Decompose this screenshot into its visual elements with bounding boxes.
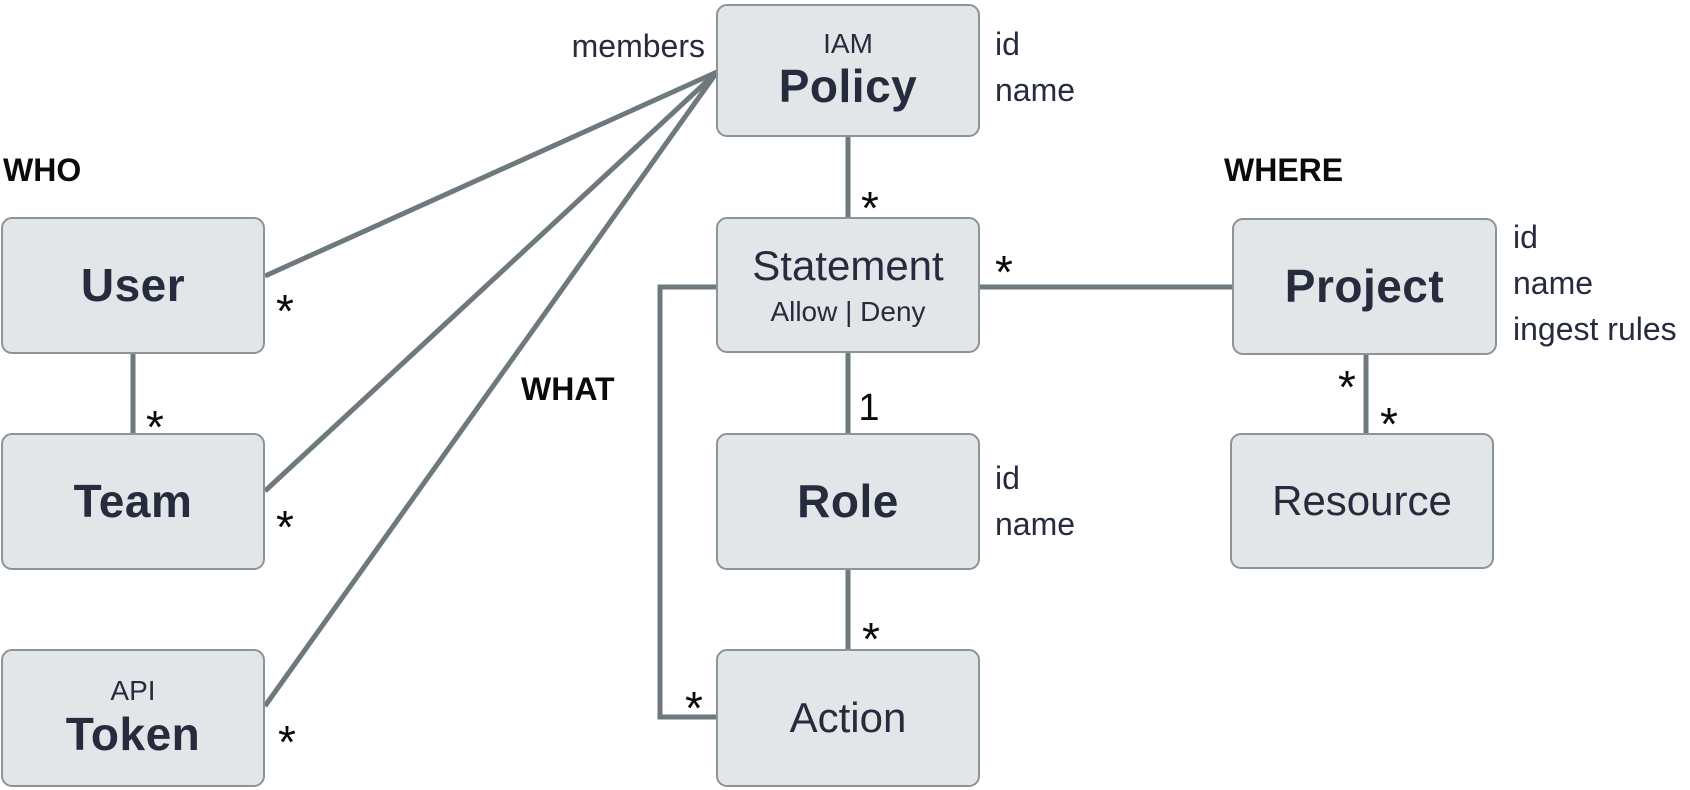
project-attributes: id name ingest rules <box>1513 214 1677 352</box>
entity-resource-title: Resource <box>1272 476 1452 524</box>
role-attributes: id name <box>995 455 1075 547</box>
mult-statement-project: * <box>995 246 1013 298</box>
mult-policy-statement: * <box>861 182 879 234</box>
entity-policy-supertitle: IAM <box>823 27 873 59</box>
entity-role: Role <box>716 433 980 570</box>
role-attr-name: name <box>995 506 1076 542</box>
entity-team-title: Team <box>73 475 193 528</box>
role-attr-id: id <box>995 460 1020 496</box>
entity-statement-subtitle: Allow | Deny <box>770 296 926 328</box>
entity-action-title: Action <box>789 693 907 741</box>
mult-statement-action: * <box>685 682 703 734</box>
policy-attr-id: id <box>995 26 1020 62</box>
mult-role-action: * <box>862 613 880 665</box>
entity-action: Action <box>716 649 980 787</box>
policy-attributes: id name <box>995 21 1075 113</box>
project-attr-name: name <box>1513 265 1594 301</box>
mult-project-resource-lower: * <box>1380 398 1398 450</box>
entity-token-title: Token <box>65 707 201 760</box>
entity-project-title: Project <box>1284 260 1445 313</box>
mult-user-team: * <box>146 401 164 453</box>
edge-user-policy <box>263 69 719 279</box>
entity-statement-title: Statement <box>752 241 944 289</box>
mult-statement-role: 1 <box>858 387 880 429</box>
entity-statement: Statement Allow | Deny <box>716 217 980 353</box>
project-attr-id: id <box>1513 219 1538 255</box>
entity-team: Team <box>1 433 265 570</box>
edge-team-policy <box>263 70 719 493</box>
edge-token-policy <box>262 70 720 708</box>
entity-resource: Resource <box>1230 433 1494 569</box>
section-label-where: WHERE <box>1224 152 1344 188</box>
policy-attr-name: name <box>995 72 1076 108</box>
mult-user-policy: * <box>276 285 294 337</box>
entity-role-title: Role <box>797 475 899 528</box>
entity-policy-title: Policy <box>778 60 918 113</box>
entity-user: User <box>1 217 265 354</box>
entity-project: Project <box>1232 218 1497 355</box>
mult-team-policy: * <box>276 501 294 553</box>
entity-token: API Token <box>1 649 265 787</box>
edge-statement-action <box>657 284 717 720</box>
entity-user-title: User <box>80 259 186 312</box>
project-attr-ingest-rules: ingest rules <box>1513 311 1677 347</box>
entity-token-supertitle: API <box>110 675 156 707</box>
mult-token-policy: * <box>278 716 296 768</box>
members-edge-label: members <box>571 28 705 64</box>
section-label-who: WHO <box>3 152 82 188</box>
section-label-what: WHAT <box>521 371 615 407</box>
entity-policy: IAM Policy <box>716 4 980 137</box>
mult-project-resource-upper: * <box>1338 361 1356 413</box>
